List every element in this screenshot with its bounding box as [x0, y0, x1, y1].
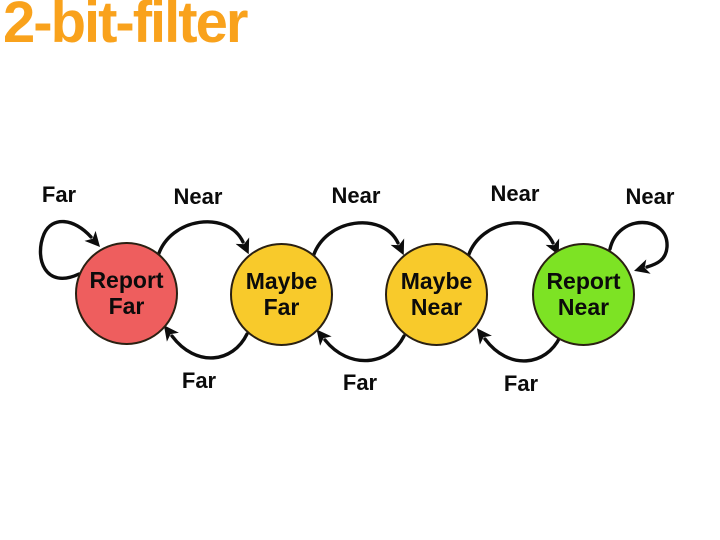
edge-label-far-3: Far	[503, 371, 539, 396]
edge-arrow-near-1	[156, 220, 250, 258]
state-label: Report Near	[546, 267, 621, 320]
edge-arrow-far-2	[316, 329, 406, 363]
state-label: Maybe Near	[400, 267, 473, 320]
edge-label-far-1: Far	[181, 368, 217, 393]
state-report-near: Report Near	[532, 243, 635, 346]
edge-label-far-2: Far	[342, 370, 378, 395]
state-report-far: Report Far	[75, 242, 178, 345]
edge-arrow-far-1	[163, 325, 249, 360]
edge-arrow-near-3	[466, 221, 560, 259]
edge-label-near-2: Near	[331, 183, 381, 208]
edge-label-self-far: Far	[41, 182, 77, 207]
edge-arrow-far-3	[476, 328, 562, 363]
edge-label-near-3: Near	[490, 181, 540, 206]
edge-label-self-near: Near	[625, 184, 675, 209]
edge-arrow-self-far	[38, 219, 101, 280]
edge-label-near-1: Near	[173, 184, 223, 209]
state-label: Report Far	[89, 266, 164, 319]
page-title: 2-bit-filter	[3, 0, 248, 55]
state-maybe-far: Maybe Far	[230, 243, 333, 346]
edge-arrow-near-2	[311, 221, 405, 259]
state-maybe-near: Maybe Near	[385, 243, 488, 346]
edge-arrow-self-near	[608, 221, 669, 274]
state-label: Maybe Far	[245, 267, 318, 320]
